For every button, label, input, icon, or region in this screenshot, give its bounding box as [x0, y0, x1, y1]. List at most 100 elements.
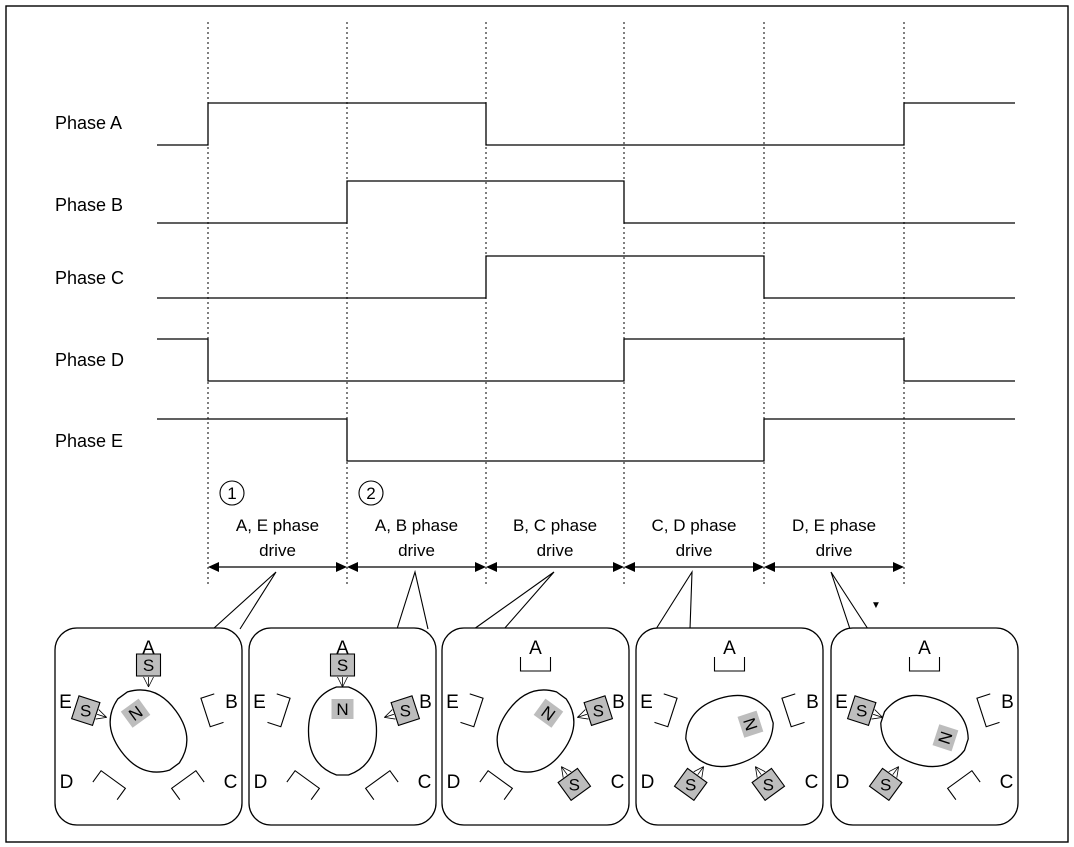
stator-pole-open	[713, 657, 746, 672]
south-pole-letter: S	[880, 775, 891, 794]
north-pole-letter: N	[336, 700, 348, 719]
stator-pole-open	[519, 657, 552, 672]
stator-pole-south	[390, 695, 421, 727]
south-pole-letter: S	[80, 702, 91, 721]
arrowhead-left	[624, 562, 635, 572]
field-line	[888, 766, 899, 773]
field-line	[896, 766, 900, 778]
field-line	[561, 766, 572, 773]
south-pole-letter: S	[593, 702, 604, 721]
stator-pole-south	[135, 653, 162, 677]
field-line	[95, 717, 107, 720]
waveform-phase-b	[157, 180, 1015, 224]
pole-label: E	[446, 692, 459, 713]
stator-pole-open	[267, 693, 291, 728]
stator-pole-south	[583, 695, 614, 727]
waveform-phase-c	[157, 255, 1015, 299]
timing-gridlines	[207, 22, 905, 585]
stator-pole-open	[976, 693, 1000, 728]
small-arrow-icon: ▼	[871, 600, 881, 611]
field-line	[577, 717, 589, 720]
phase-label: Phase E	[55, 431, 123, 451]
field-line	[560, 766, 564, 778]
field-line	[754, 766, 758, 778]
south-pole-letter: S	[856, 702, 867, 721]
south-pole-letter: S	[337, 656, 348, 675]
phase-label: Phase C	[55, 268, 124, 288]
pole-label: D	[836, 772, 850, 793]
stator-pole-open	[946, 769, 981, 801]
stator-pole-south	[868, 767, 903, 802]
stator-pole-south	[673, 767, 708, 802]
rotor: N	[496, 689, 575, 773]
waveform-phase-e	[157, 418, 1015, 462]
stator-pole-open	[479, 769, 514, 801]
waveform-phase-a	[157, 102, 1015, 146]
stator-pole-open	[286, 769, 321, 801]
rotor: N	[307, 686, 378, 776]
rotor-north-block	[120, 698, 151, 728]
field-line	[577, 713, 587, 718]
phase-label: Phase A	[55, 113, 122, 133]
step-label-line2: drive	[816, 541, 853, 560]
arrowhead-right	[613, 562, 624, 572]
pole-label: B	[1001, 692, 1014, 713]
callout-wedge	[830, 571, 869, 630]
pole-label: C	[611, 772, 625, 793]
callout-wedge	[655, 569, 693, 630]
stator-pole-open	[654, 693, 678, 728]
field-line	[384, 709, 393, 718]
pole-label: A	[723, 638, 736, 659]
north-pole-letter: N	[934, 729, 956, 747]
arrowhead-left	[208, 562, 219, 572]
pole-label: C	[418, 772, 432, 793]
field-line	[755, 766, 766, 773]
pole-label: E	[253, 692, 266, 713]
field-line	[697, 766, 704, 775]
phase-waveforms	[157, 102, 1015, 462]
step-label-line1: A, E phase	[236, 516, 319, 535]
pole-label: B	[806, 692, 819, 713]
arrowhead-right	[893, 562, 904, 572]
step-label-line2: drive	[676, 541, 713, 560]
pole-label: E	[835, 692, 848, 713]
callout-wedge	[473, 571, 555, 630]
callout-wedge	[212, 571, 277, 630]
north-pole-letter: N	[739, 716, 761, 734]
pole-label: B	[612, 692, 625, 713]
field-line	[384, 717, 396, 720]
pole-label: A	[918, 638, 931, 659]
arrowhead-right	[475, 562, 486, 572]
step-number-circle	[358, 480, 384, 506]
field-line	[561, 766, 568, 775]
pole-label: A	[529, 638, 542, 659]
stator-pole-open	[170, 769, 205, 801]
panel-callouts	[212, 569, 869, 630]
field-line	[148, 676, 154, 688]
pole-label: E	[640, 692, 653, 713]
pole-label: D	[254, 772, 268, 793]
stator-pole-open	[908, 657, 941, 672]
arrowhead-right	[753, 562, 764, 572]
field-line	[755, 766, 762, 775]
field-line	[892, 766, 899, 775]
arrowhead-left	[347, 562, 358, 572]
stator-pole-south	[846, 695, 877, 727]
stator-pole-open	[460, 693, 484, 728]
pole-label: D	[60, 772, 74, 793]
south-pole-letter: S	[763, 775, 774, 794]
stator-pole-open	[200, 693, 224, 728]
phase-label: Phase D	[55, 350, 124, 370]
pole-label: E	[59, 692, 72, 713]
callout-wedge	[396, 569, 429, 630]
field-line	[337, 676, 343, 688]
stator-pole-south	[751, 767, 786, 802]
field-line	[384, 713, 394, 718]
rotor-north-block	[533, 698, 564, 728]
rotor: N	[880, 694, 969, 768]
arrowhead-left	[486, 562, 497, 572]
